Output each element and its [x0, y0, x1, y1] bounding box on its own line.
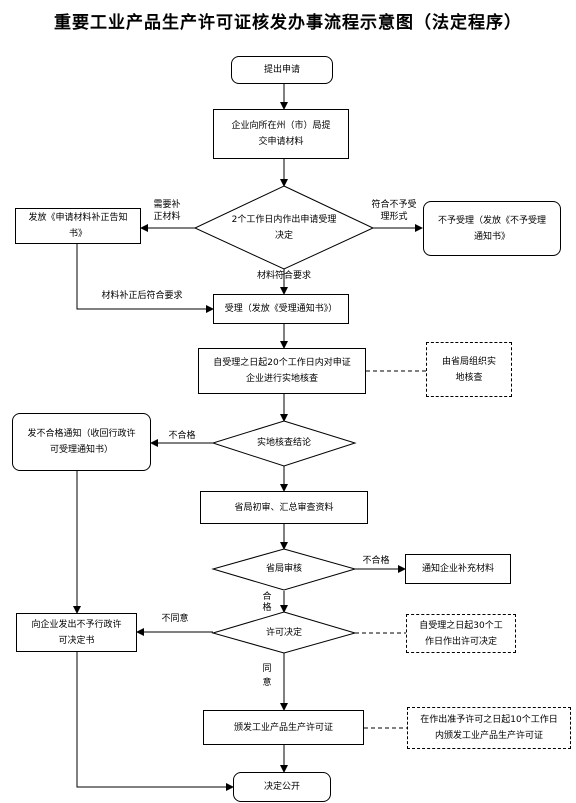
label-agree: 同意	[262, 664, 272, 688]
label-not-conform: 符合不予受理形式	[371, 200, 417, 222]
submit-application-box: 提出申请	[231, 56, 333, 84]
label-after-correction: 材料补正后符合要求	[101, 291, 183, 301]
issue-10days-note: 在作出准予许可之日起10个工作日内颁发工业产品生产许可证	[407, 707, 571, 749]
decision-diamond-accept	[193, 185, 375, 270]
decision-audit-text: 省局审核	[265, 564, 302, 574]
decision-diamond-onsite	[211, 420, 357, 467]
city-submit-box: 企业向所在州（市）局提交申请材料	[213, 109, 349, 159]
publish-decision-box: 决定公开	[233, 772, 331, 802]
decision-30days-note: 自受理之日起30个工作日作出许可决定	[406, 614, 516, 653]
label-fail-audit: 不合格	[362, 556, 390, 566]
accept-box: 受理（发放《受理通知书》）	[213, 294, 349, 324]
label-need-correction: 需要补正材料	[153, 200, 181, 222]
supplement-box: 通知企业补充材料	[405, 554, 511, 584]
label-pass: 合格	[262, 592, 272, 613]
reject-acceptance-box: 不予受理（发放《不予受理通知书》	[423, 201, 561, 256]
decision-diamond-audit	[211, 548, 357, 591]
decision-onsite-text: 实地核查结论	[256, 438, 311, 448]
correction-notice-box: 发放《申请材料补正告知书》	[15, 208, 141, 244]
issue-license-box: 颁发工业产品生产许可证	[203, 710, 364, 745]
page-title: 重要工业产品生产许可证核发办事流程示意图（法定程序）	[54, 13, 522, 33]
label-disagree: 不同意	[161, 614, 189, 624]
label-conform: 材料符合要求	[256, 271, 311, 281]
label-fail-onsite: 不合格	[168, 431, 196, 441]
decision-accept-text: 2个工作日内作出申请受理决定	[231, 215, 337, 241]
reject-decision-box: 向企业发出不予行政许可决定书	[16, 613, 137, 652]
org-check-note: 由省局组织实地核查	[426, 342, 512, 397]
decision-license-text: 许可决定	[265, 628, 302, 638]
decision-diamond-license	[211, 611, 357, 654]
onsite-check-box: 自受理之日起20个工作日内对申证企业进行实地核查	[198, 348, 366, 394]
province-review-box: 省局初审、汇总审查资料	[200, 491, 368, 524]
fail-notice-box: 发不合格通知（收回行政许可受理通知书）	[12, 413, 151, 471]
